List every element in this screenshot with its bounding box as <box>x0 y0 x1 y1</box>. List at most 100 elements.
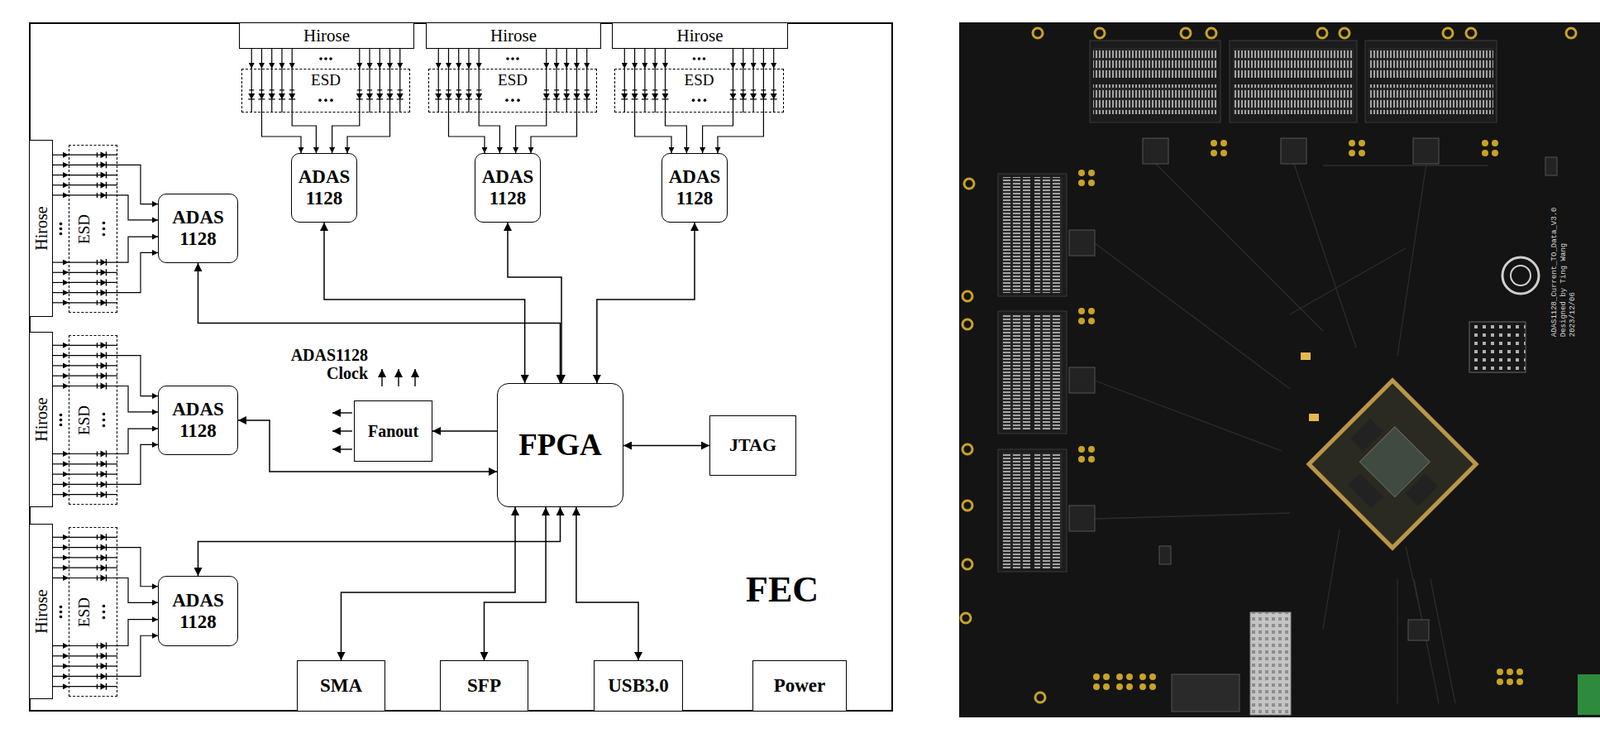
wire <box>68 452 118 454</box>
bus-wire <box>368 48 370 69</box>
diode-symbol <box>96 171 106 178</box>
ellipsis-dot <box>59 423 63 427</box>
diode-symbol <box>96 662 106 669</box>
diode-symbol <box>386 89 393 99</box>
diode-symbol <box>355 89 363 99</box>
node-label: SMA <box>317 674 365 696</box>
adc-chip: ADAS 1128 <box>661 152 728 223</box>
pcb <box>959 22 1600 717</box>
diode-symbol <box>96 563 106 571</box>
diode-symbol <box>366 92 373 99</box>
bus-wire <box>52 556 69 558</box>
diode-symbol <box>96 553 106 560</box>
diode-symbol <box>96 480 106 488</box>
led <box>1308 413 1319 421</box>
bus-wire <box>644 48 645 69</box>
pad <box>1116 673 1123 680</box>
adc-chip: ADAS 1128 <box>474 152 541 223</box>
diode-symbol <box>630 92 638 99</box>
diode-symbol <box>100 191 106 198</box>
bus-wire <box>117 547 158 587</box>
ellipsis-dot <box>515 57 520 61</box>
diode-symbol <box>464 89 472 99</box>
clock-arrow <box>332 411 353 413</box>
node-label: ADAS 1128 <box>291 166 357 210</box>
silkscreen-text: 2023/12/06 <box>1567 204 1577 337</box>
pad <box>1088 455 1095 463</box>
diode-symbol <box>640 89 648 99</box>
ellipsis-dot <box>329 57 333 61</box>
diode-symbol <box>248 92 255 99</box>
connector-pins <box>1232 47 1354 78</box>
node-label: USB3.0 <box>605 674 672 696</box>
diode-symbol <box>100 563 106 571</box>
bus-wire <box>555 48 557 69</box>
wire <box>68 576 118 578</box>
pad <box>1149 673 1156 680</box>
wire <box>68 493 118 495</box>
bus-wire <box>399 48 401 69</box>
diode-symbol <box>651 89 659 99</box>
bus-wire <box>52 493 69 495</box>
fpga-module <box>1305 377 1479 550</box>
wire <box>68 194 118 196</box>
bus-wire <box>117 252 158 292</box>
diode-symbol <box>582 89 590 99</box>
diode-symbol <box>355 92 363 99</box>
ellipsis-dot <box>692 57 697 61</box>
bus-wire <box>52 664 69 666</box>
pad <box>1088 307 1095 315</box>
diode-symbol <box>100 543 106 550</box>
diode-symbol <box>267 92 275 99</box>
bus-wire <box>52 567 69 569</box>
connector-pins <box>1034 176 1063 293</box>
connector-box: Hirose <box>28 523 53 699</box>
pad <box>1348 149 1356 157</box>
diode-symbol <box>396 89 403 99</box>
wire <box>68 664 118 666</box>
bus-wire <box>763 48 765 69</box>
diode-symbol <box>739 89 746 99</box>
hole <box>964 178 975 189</box>
bus-wire <box>117 444 158 484</box>
pad <box>1088 169 1095 177</box>
bus-wire <box>117 355 158 397</box>
diode-symbol <box>288 89 296 99</box>
diode-symbol <box>396 92 403 99</box>
diode-symbol <box>96 641 106 649</box>
node-label: Hirose <box>300 26 353 46</box>
signal-arrow <box>664 48 666 69</box>
diode-symbol <box>386 92 393 99</box>
bus-wire <box>773 48 774 69</box>
diode-symbol <box>96 543 106 550</box>
ellipsis-dot <box>702 57 707 61</box>
diode-symbol <box>100 672 106 679</box>
pad <box>1078 317 1085 325</box>
bus-wire <box>530 112 578 153</box>
bus-wire <box>117 428 158 454</box>
diode-symbol <box>96 191 106 198</box>
node-label: ESD <box>76 214 92 244</box>
diode-symbol <box>100 161 106 168</box>
wire <box>68 374 118 376</box>
clock-arrow <box>397 368 399 387</box>
wire <box>68 472 118 474</box>
bus-wire <box>52 301 69 303</box>
bus-wire <box>717 112 764 153</box>
diode-symbol <box>96 181 106 188</box>
module-frame <box>1305 377 1479 550</box>
signal-arrow <box>52 385 69 387</box>
bus-wires <box>52 48 774 687</box>
signal-arrow <box>52 577 69 578</box>
io-port: USB3.0 <box>593 659 683 712</box>
module-board <box>1311 382 1473 545</box>
connector-box: Hirose <box>238 22 415 49</box>
esd-array: ESD <box>68 144 118 313</box>
wire <box>68 654 118 656</box>
power-connector <box>1171 673 1240 712</box>
diode-symbol <box>96 288 106 296</box>
diode-symbol <box>729 89 736 99</box>
clock-arrow <box>332 429 353 431</box>
diode-symbol <box>749 89 757 99</box>
ellipsis-dot <box>101 220 106 225</box>
